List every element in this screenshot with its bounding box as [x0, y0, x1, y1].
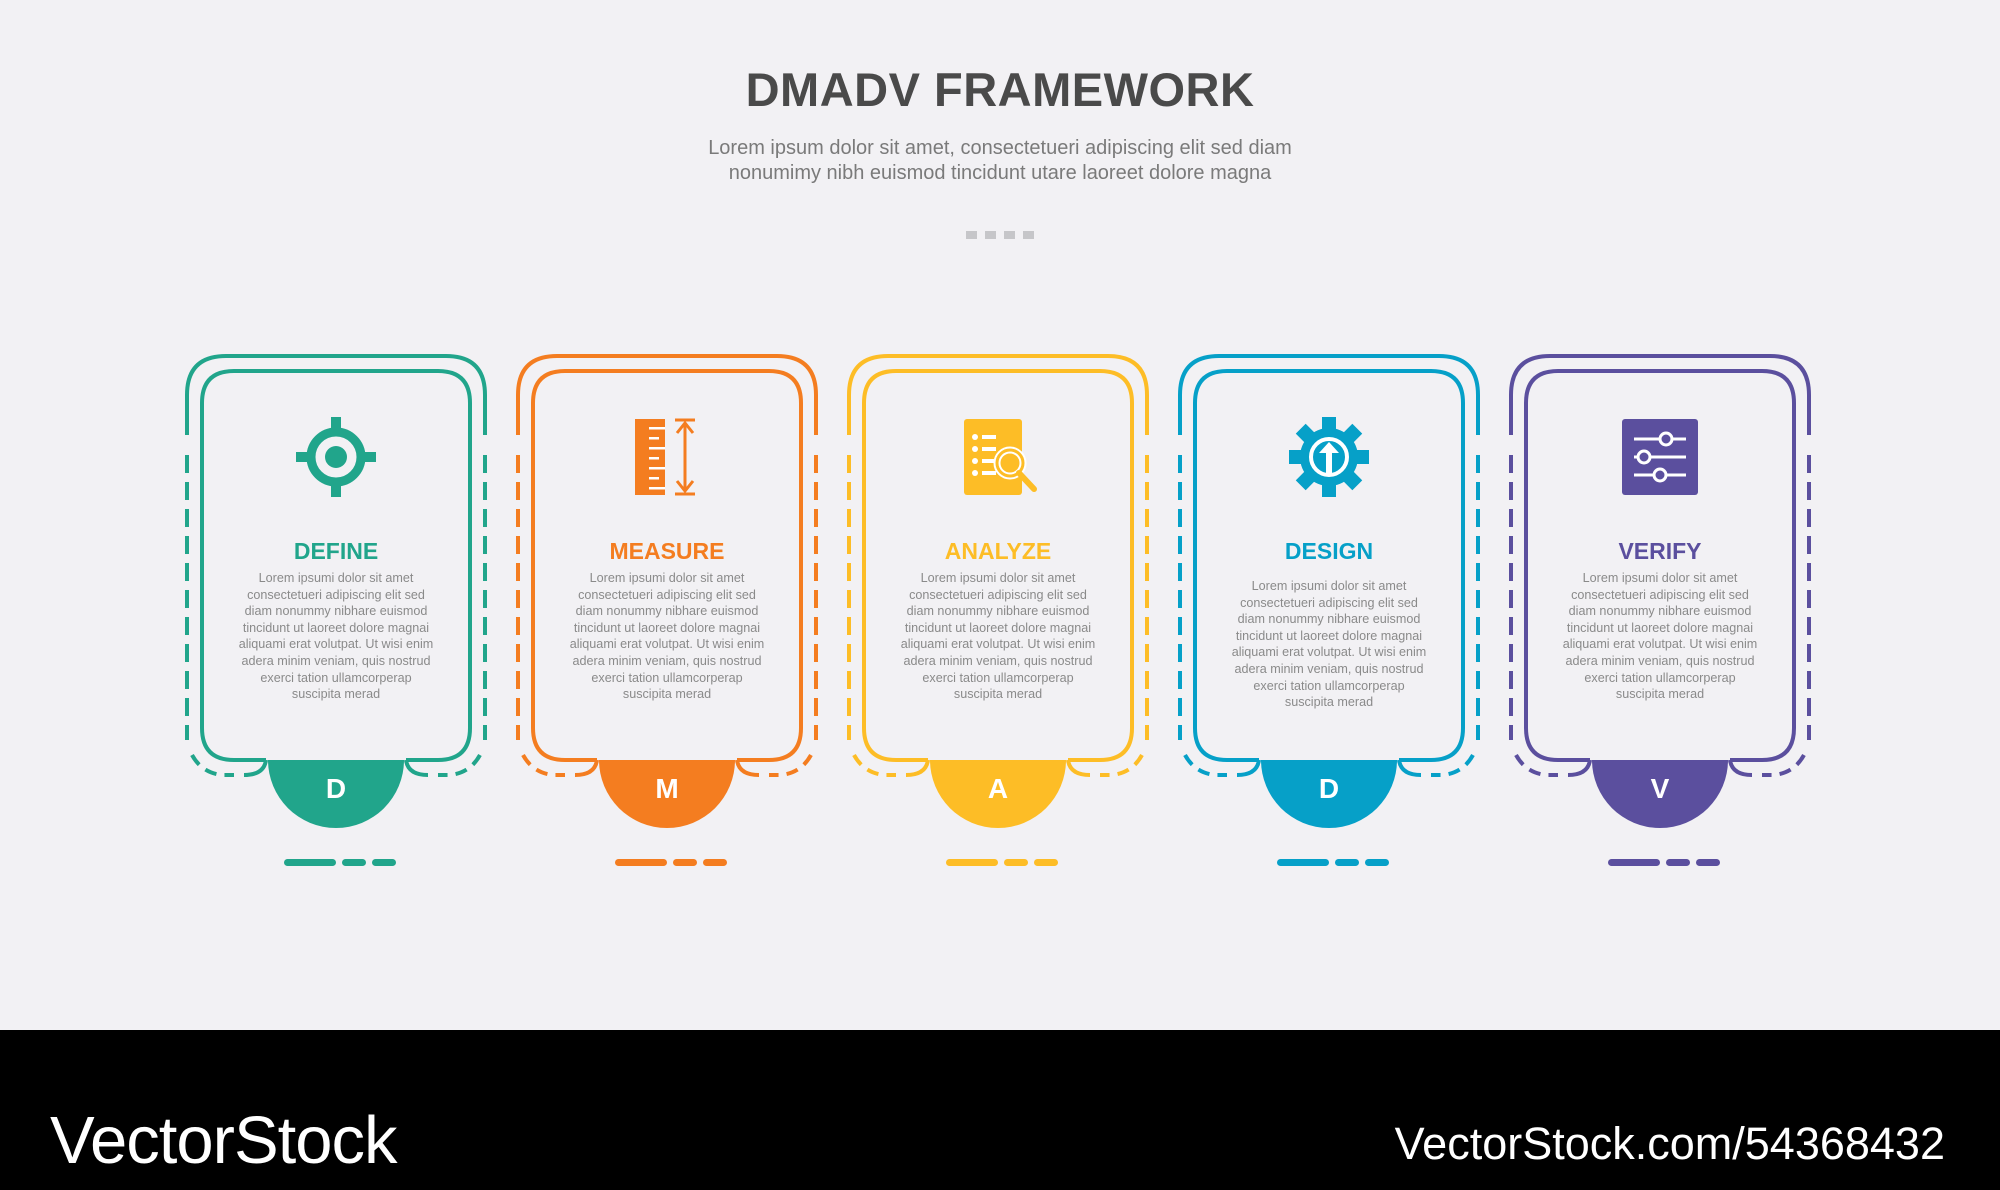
document-search-icon — [958, 417, 1038, 497]
infographic-canvas: DMADV FRAMEWORK Lorem ipsum dolor sit am… — [185, 63, 1811, 875]
decorative-dots — [966, 231, 1034, 239]
step-letter: V — [1650, 773, 1670, 804]
source-url: VectorStock.com/54368432 — [1394, 1118, 1945, 1169]
page-subtitle: Lorem ipsum dolor sit amet, consectetuer… — [708, 137, 1292, 184]
ruler-icon — [627, 417, 707, 497]
sliders-icon — [1620, 417, 1700, 497]
step-letter: D — [1318, 773, 1340, 804]
step-description: Lorem ipsumi dolor sit amet consectetuer… — [238, 571, 434, 702]
footer-bar: VectorStock VectorStock.com/54368432 — [0, 1030, 2000, 1190]
step-card-verify: VERIFY Lorem ipsumi dolor sit amet conse… — [1509, 354, 1811, 875]
card-frame — [516, 354, 818, 866]
step-letter: D — [325, 773, 347, 804]
step-card-define: DEFINE Lorem ipsumi dolor sit amet conse… — [185, 354, 487, 875]
step-title: DESIGN — [1284, 538, 1374, 564]
card-frame — [1509, 354, 1811, 866]
step-title: VERIFY — [1618, 538, 1702, 564]
step-letter: M — [655, 773, 679, 804]
step-letter: A — [987, 773, 1009, 804]
step-description: Lorem ipsumi dolor sit amet consectetuer… — [569, 571, 765, 702]
card-frame — [185, 354, 487, 866]
card-frame — [1178, 354, 1480, 866]
page-title: DMADV FRAMEWORK — [745, 63, 1255, 116]
step-title: MEASURE — [609, 538, 725, 564]
step-title: ANALYZE — [944, 538, 1052, 564]
card-frame — [847, 354, 1149, 866]
step-card-measure: MEASURE Lorem ipsumi dolor sit amet cons… — [516, 354, 818, 875]
gear-upload-icon — [1289, 417, 1369, 497]
step-title: DEFINE — [293, 538, 379, 564]
step-description: Lorem ipsumi dolor sit amet consectetuer… — [1231, 579, 1427, 710]
target-icon — [296, 417, 376, 497]
step-card-analyze: ANALYZE Lorem ipsumi dolor sit amet cons… — [847, 354, 1149, 875]
step-card-design: DESIGN Lorem ipsumi dolor sit amet conse… — [1178, 354, 1480, 875]
step-description: Lorem ipsumi dolor sit amet consectetuer… — [900, 571, 1096, 702]
brand-logo: VectorStock — [50, 1103, 398, 1178]
step-description: Lorem ipsumi dolor sit amet consectetuer… — [1562, 571, 1758, 702]
